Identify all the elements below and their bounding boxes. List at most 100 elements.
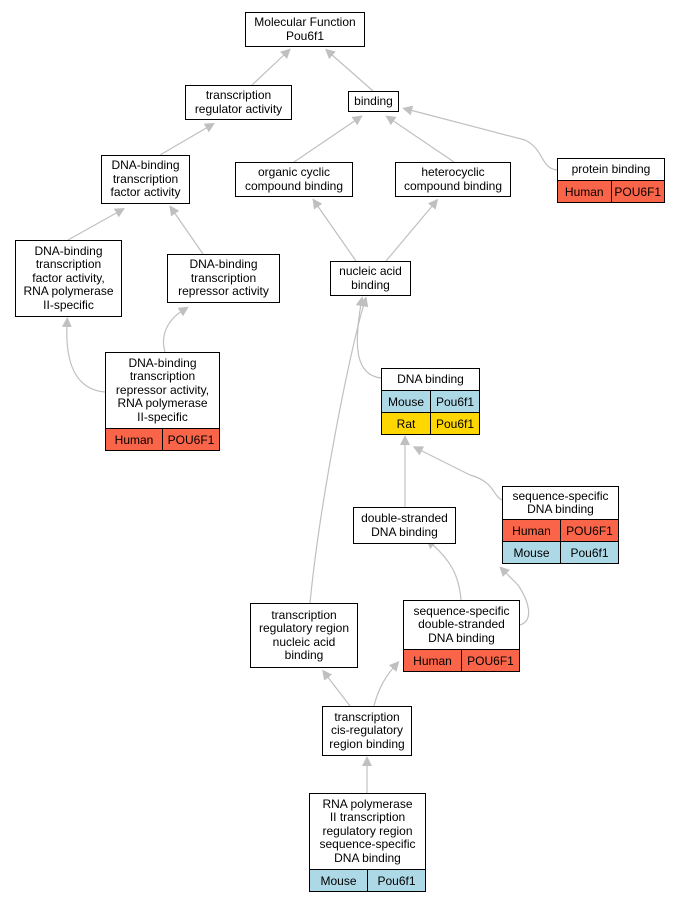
go-term-label-line: RNA polymerase: [23, 284, 114, 299]
go-term-label-line: regulatory region: [258, 621, 350, 635]
go-term-label-line: transcription: [129, 369, 196, 384]
edge-dbtra2-to-dbtfa2: [61, 317, 106, 393]
go-term-label-line: II transcription: [329, 810, 406, 825]
go-term-label-line: protein binding: [571, 161, 651, 176]
go-term-label-line: DNA binding: [428, 630, 495, 645]
go-term-label-line: DNA binding: [371, 524, 438, 539]
edge-pb-to-binding: [402, 105, 558, 171]
annotation-species: Human: [106, 429, 162, 450]
go-term-label-line: II-specific: [137, 409, 188, 424]
edge-ssdsdb-to-ssdb: [499, 566, 530, 626]
go-term-label-line: transcription: [35, 257, 102, 272]
go-term-label-line: regulator activity: [194, 101, 283, 116]
go-term-label-line: organic cyclic: [257, 165, 331, 179]
go-term-label-line: compound binding: [403, 178, 503, 193]
edge-tcrrb-to-trrnab: [322, 669, 351, 707]
go-term-label-line: double-stranded: [361, 511, 448, 525]
go-term-label-line: sequence-specific: [512, 488, 609, 503]
edge-tra-to-mf: [251, 48, 291, 86]
edge-ssdb-to-dnab: [412, 446, 503, 501]
annotation-species: Mouse: [503, 542, 560, 563]
go-term-label-line: double-stranded: [418, 617, 505, 632]
go-term-label-line: RNA polymerase: [322, 796, 413, 811]
go-term-label-line: heterocyclic: [421, 165, 485, 179]
go-term-label-line: DNA binding: [397, 371, 464, 386]
go-term-label-line: transcription: [271, 607, 337, 622]
annotation-species: Rat: [382, 413, 430, 434]
annotation-gene: Pou6f1: [430, 391, 479, 412]
annotation-species: Human: [503, 520, 560, 541]
edge-occb-to-binding: [293, 115, 363, 163]
go-term-label-line: Pou6f1: [285, 28, 325, 43]
go-term-label-line: DNA binding: [527, 502, 594, 516]
go-term-label-line: sequence-specific: [413, 603, 510, 618]
edge-ssdsdb-to-dsdb: [426, 538, 462, 601]
go-term-label-line: repressor activity,: [115, 382, 210, 397]
go-term-label-line: region binding: [329, 736, 405, 751]
go-term-label-line: DNA-binding: [128, 355, 197, 370]
go-term-label: DNA binding: [382, 369, 479, 390]
go-term-label-line: sequence-specific: [319, 837, 416, 852]
annotation-gene: POU6F1: [461, 650, 519, 671]
edge-nab-to-occb: [312, 198, 357, 262]
go-term-label-line: cis-regulatory: [330, 723, 404, 738]
annotation-gene: Pou6f1: [367, 870, 425, 891]
go-term-label-line: RNA polymerase: [117, 396, 208, 411]
edge-dbtfa2-to-dbtfa: [67, 208, 125, 241]
go-term-label-line: transcription: [334, 709, 400, 724]
edge-trrnab-to-nab: [309, 296, 369, 604]
annotation-species: Human: [558, 181, 611, 202]
edge-dnab-to-nab: [355, 296, 382, 379]
go-term-label-line: transcription: [112, 171, 179, 186]
go-term-label-line: Molecular Function: [254, 15, 356, 29]
edge-dbtra2-to-dbtra: [162, 306, 189, 353]
go-term-label-line: factor activity,: [32, 270, 105, 285]
go-term-label-line: repressor activity: [178, 284, 269, 299]
go-term-label-line: transcription: [190, 270, 257, 285]
go-term-label-line: transcription: [205, 88, 272, 102]
edge-hcb-to-binding: [385, 115, 455, 163]
go-term-label: binding: [349, 92, 398, 111]
edge-dbtra-to-dbtfa: [169, 205, 204, 255]
annotation-species: Mouse: [310, 870, 367, 891]
go-term-node-binding[interactable]: binding: [348, 91, 399, 112]
annotation-gene: Pou6f1: [560, 542, 618, 563]
go-term-label-line: nucleic acid: [339, 264, 402, 278]
go-term-label-line: DNA-binding: [189, 257, 258, 272]
go-term-label-line: regulatory region: [322, 823, 413, 838]
go-term-label-line: factor activity: [110, 185, 181, 200]
